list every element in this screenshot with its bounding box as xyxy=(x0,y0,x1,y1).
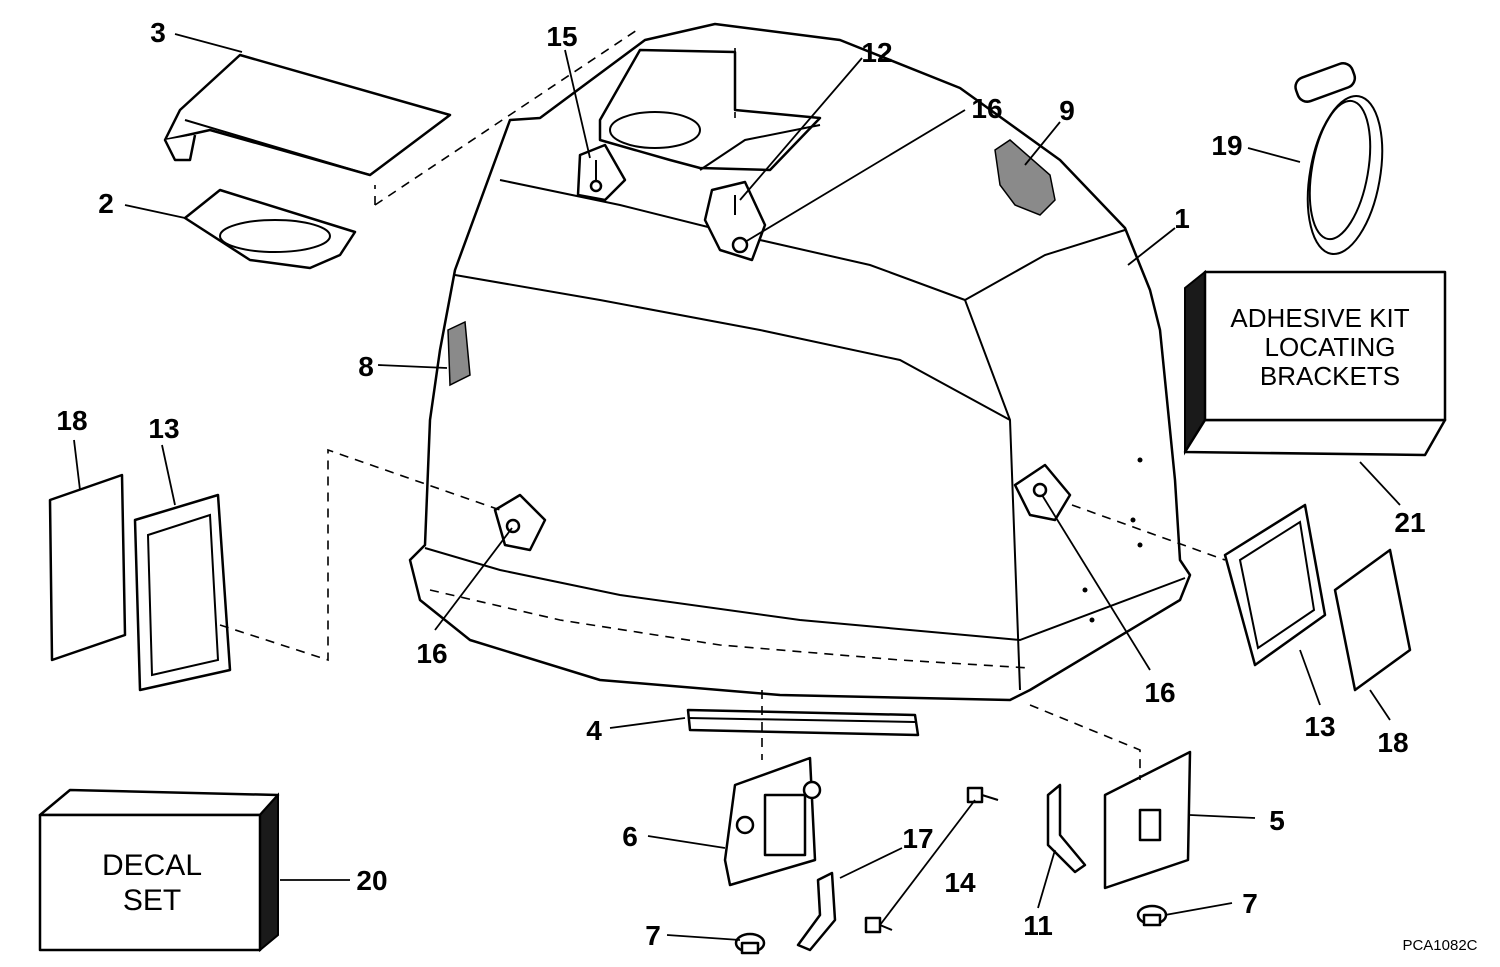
callout-11: 11 xyxy=(1023,910,1053,941)
right-window-parts xyxy=(1223,503,1412,692)
callout-19: 19 xyxy=(1211,130,1242,161)
decal-set-box: DECAL SET xyxy=(38,788,280,953)
side-plate-part xyxy=(1103,750,1192,890)
sensor-cable-part xyxy=(1294,62,1384,256)
callout-16-right: 16 xyxy=(1144,677,1175,708)
grommet-parts xyxy=(734,904,1168,955)
assembly-dashed-lines xyxy=(219,27,1226,780)
bracket-17-part xyxy=(796,871,837,952)
callout-20: 20 xyxy=(356,865,387,896)
locating-bracket-icons xyxy=(493,143,1072,552)
bracket-11-part xyxy=(1046,783,1087,874)
callout-5: 5 xyxy=(1269,805,1285,836)
callout-3: 3 xyxy=(150,17,166,48)
callout-6: 6 xyxy=(622,821,638,852)
callout-7-left: 7 xyxy=(645,920,661,951)
adhesive-kit-box: ADHESIVE KIT LOCATING BRACKETS xyxy=(1183,269,1447,457)
callout-13-left: 13 xyxy=(148,413,179,444)
callout-7-right: 7 xyxy=(1242,888,1258,919)
leader-lines xyxy=(73,33,1401,941)
decal-set-line-1: DECAL xyxy=(102,849,202,882)
callout-1: 1 xyxy=(1174,203,1190,234)
gasket-part xyxy=(183,188,357,270)
callout-17: 17 xyxy=(902,823,933,854)
adhesive-kit-line-1: ADHESIVE KIT xyxy=(1230,303,1409,333)
adhesive-kit-line-2: LOCATING xyxy=(1265,332,1396,362)
adhesive-kit-line-3: BRACKETS xyxy=(1260,361,1400,391)
latch-bracket-part xyxy=(723,756,822,887)
callout-15: 15 xyxy=(546,21,577,52)
callout-21: 21 xyxy=(1394,507,1425,538)
callout-labels: 3 15 12 16 9 19 2 1 8 18 13 16 21 16 13 … xyxy=(56,17,1425,951)
cover-lid-part xyxy=(163,53,452,177)
callout-18-right: 18 xyxy=(1377,727,1408,758)
callout-18-left: 18 xyxy=(56,405,87,436)
callout-2: 2 xyxy=(98,188,114,219)
callout-13-right: 13 xyxy=(1304,711,1335,742)
drawing-code: PCA1082C xyxy=(1402,937,1477,954)
callout-14: 14 xyxy=(944,867,976,898)
callout-16-top: 16 xyxy=(971,93,1002,124)
decal-set-line-2: SET xyxy=(123,884,181,917)
callout-12: 12 xyxy=(861,37,892,68)
callout-4: 4 xyxy=(586,715,602,746)
callout-8: 8 xyxy=(358,351,374,382)
screw-parts xyxy=(864,786,999,934)
seal-bar-part xyxy=(686,708,920,737)
left-window-parts xyxy=(48,473,232,692)
callout-16-left: 16 xyxy=(416,638,447,669)
callout-9: 9 xyxy=(1059,95,1075,126)
